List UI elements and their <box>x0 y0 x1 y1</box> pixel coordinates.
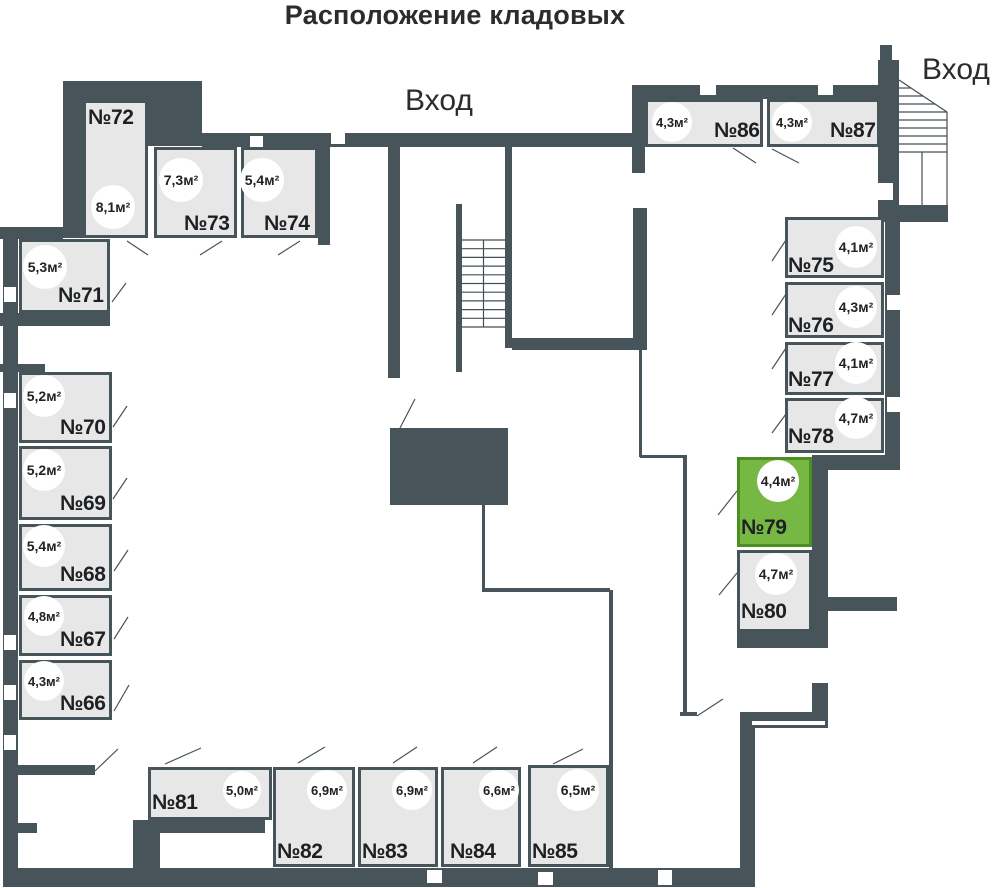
room-area-badge-74: 5,4м² <box>240 158 284 202</box>
room-area-badge-68: 5,4м² <box>23 525 65 567</box>
room-label-84: №84 <box>450 840 496 863</box>
room-area-badge-66: 4,3м² <box>24 661 64 701</box>
entrance-label-top: Вход <box>405 84 473 117</box>
room-label-83: №83 <box>362 840 408 863</box>
room-label-76: №76 <box>788 314 834 337</box>
room-label-79: №79 <box>741 516 787 539</box>
room-area-badge-75: 4,1м² <box>835 226 877 268</box>
room-label-72: №72 <box>88 106 134 129</box>
room-area-badge-82: 6,9м² <box>307 770 347 810</box>
room-area-badge-67: 4,8м² <box>24 596 64 636</box>
room-area-badge-78: 4,7м² <box>835 397 877 439</box>
room-label-75: №75 <box>788 254 834 277</box>
room-area-badge-70: 5,2м² <box>23 375 65 417</box>
entrance-label-right: Вход <box>922 53 990 86</box>
room-area-badge-87: 4,3м² <box>772 102 812 142</box>
room-label-70: №70 <box>60 416 106 439</box>
room-label-66: №66 <box>60 692 106 715</box>
room-label-71: №71 <box>58 284 104 307</box>
room-area-badge-72: 8,1м² <box>91 185 135 229</box>
room-label-86: №86 <box>714 119 760 142</box>
room-area-badge-77: 4,1м² <box>835 342 877 384</box>
room-label-85: №85 <box>532 840 578 863</box>
room-label-78: №78 <box>788 425 834 448</box>
room-label-69: №69 <box>60 492 106 515</box>
room-area-badge-76: 4,3м² <box>835 286 877 328</box>
room-area-badge-81: 5,0м² <box>223 771 261 809</box>
room-label-81: №81 <box>152 791 198 814</box>
room-area-badge-79: 4,4м² <box>757 460 799 502</box>
room-area-badge-84: 6,6м² <box>479 770 519 810</box>
room-area-badge-86: 4,3м² <box>652 102 692 142</box>
room-area-badge-85: 6,5м² <box>557 769 599 811</box>
page-title: Расположение кладовых <box>284 0 626 30</box>
room-area-badge-73: 7,3м² <box>159 158 203 202</box>
room-label-77: №77 <box>788 368 834 391</box>
room-area-badge-71: 5,3м² <box>23 245 67 289</box>
room-area-badge-80: 4,7м² <box>755 553 797 595</box>
room-label-87: №87 <box>830 119 876 142</box>
room-label-73: №73 <box>184 212 230 235</box>
room-label-68: №68 <box>60 563 106 586</box>
room-label-82: №82 <box>277 840 323 863</box>
room-label-80: №80 <box>741 600 787 623</box>
room-area-badge-69: 5,2м² <box>23 449 65 491</box>
room-label-74: №74 <box>264 212 310 235</box>
room-label-67: №67 <box>60 628 106 651</box>
room-area-badge-83: 6,9м² <box>392 770 432 810</box>
